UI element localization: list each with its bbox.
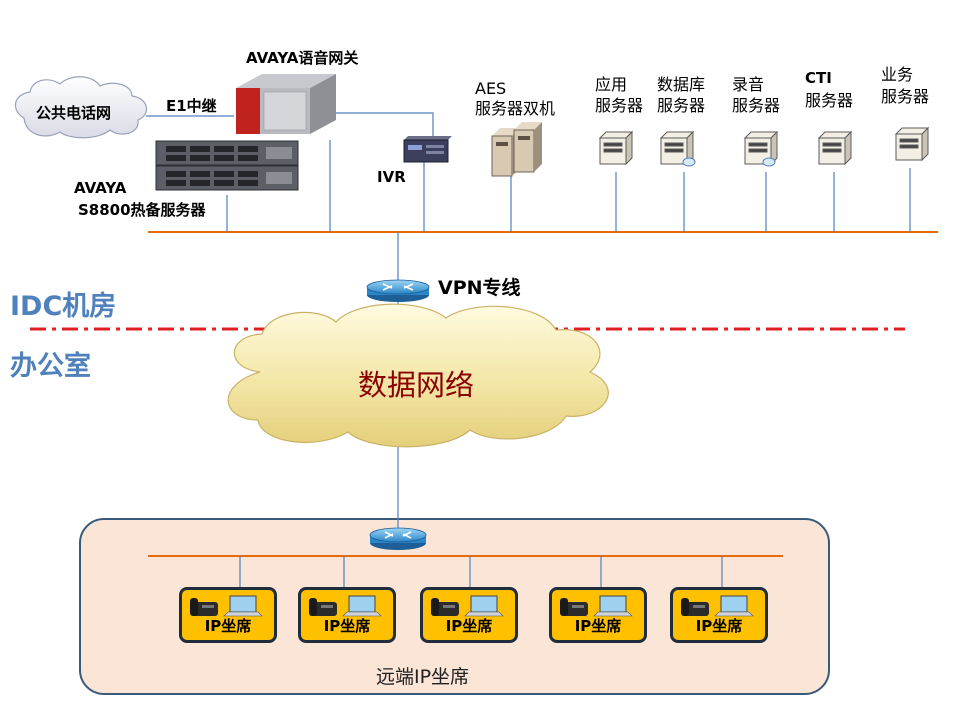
phone-computer-icon xyxy=(681,595,754,617)
remote-router-icon xyxy=(369,527,427,550)
ip-seat-label: IP坐席 xyxy=(695,617,743,635)
zone-office-label: 办公室 xyxy=(10,351,91,382)
ip-seat: IP坐席 xyxy=(179,587,277,643)
data-network-cloud xyxy=(227,303,609,448)
ip-seat: IP坐席 xyxy=(549,587,647,643)
tower-server-icons xyxy=(598,126,930,167)
server-app-line2: 服务器 xyxy=(595,96,644,115)
pstn-label: 公共电话网 xyxy=(36,104,112,122)
cloud-label: 数据网络 xyxy=(358,368,475,402)
ip-seat-label: IP坐席 xyxy=(445,617,493,635)
zone-idc-label: IDC机房 xyxy=(10,291,117,322)
phone-computer-icon xyxy=(190,595,263,617)
ip-seat-label: IP坐席 xyxy=(574,617,622,635)
ip-seat-label: IP坐席 xyxy=(204,617,252,635)
phone-computer-icon xyxy=(309,595,382,617)
ivr-device-icon xyxy=(403,136,452,163)
phone-computer-icon xyxy=(560,595,633,617)
trunk-label: E1中继 xyxy=(166,97,217,115)
server-label-line1: AVAYA xyxy=(74,179,127,197)
server-label-line2: S8800热备服务器 xyxy=(78,201,206,219)
server-db-line2: 服务器 xyxy=(657,96,706,115)
ip-seat: IP坐席 xyxy=(420,587,518,643)
server-biz-line2: 服务器 xyxy=(881,87,930,106)
server-app-line1: 应用 xyxy=(595,75,628,94)
server-cti-line1: CTI xyxy=(805,69,832,87)
pstn-cloud xyxy=(14,76,148,139)
server-biz-line1: 业务 xyxy=(881,65,914,84)
s8800-server-icon xyxy=(155,140,299,191)
aes-label-line1: AES xyxy=(475,79,507,98)
gateway-title: AVAYA语音网关 xyxy=(246,49,359,67)
vpn-router-icon xyxy=(366,279,430,302)
remote-area-label: 远端IP坐席 xyxy=(376,666,470,688)
aes-label-line2: 服务器双机 xyxy=(475,99,556,118)
aes-server-icon xyxy=(491,122,542,177)
voice-gateway-icon xyxy=(236,74,336,134)
server-rec-line2: 服务器 xyxy=(732,96,781,115)
vpn-label: VPN专线 xyxy=(438,277,521,299)
server-db-line1: 数据库 xyxy=(657,75,706,94)
ip-seat: IP坐席 xyxy=(670,587,768,643)
ip-seat-label: IP坐席 xyxy=(323,617,371,635)
phone-computer-icon xyxy=(431,595,504,617)
ip-seat: IP坐席 xyxy=(298,587,396,643)
ivr-label: IVR xyxy=(377,168,406,186)
server-rec-line1: 录音 xyxy=(732,75,765,94)
server-cti-line2: 服务器 xyxy=(805,91,854,110)
